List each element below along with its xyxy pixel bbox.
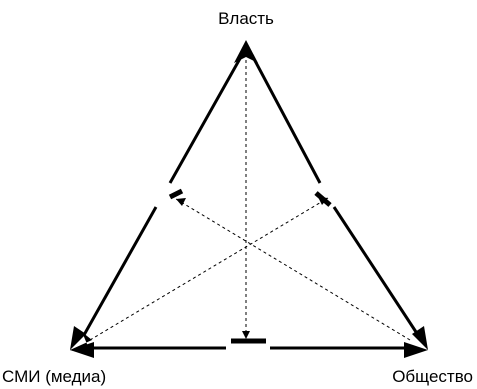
edge-power-society-upper xyxy=(250,54,322,184)
arrowhead-society-from-left xyxy=(404,342,428,358)
dashed-arrow-right xyxy=(318,197,328,205)
node-label-society: Общество xyxy=(392,367,473,386)
arrowhead-power-right xyxy=(246,40,258,63)
arrowhead-media-from-top xyxy=(70,326,86,350)
edge-power-media-lower xyxy=(82,206,158,336)
arrowhead-society-from-top xyxy=(412,326,428,350)
edge-power-society-lower xyxy=(332,206,420,336)
dashed-media-to-power-society xyxy=(89,197,329,341)
dashed-arrow-bottom xyxy=(242,331,250,339)
node-label-media: СМИ (медиа) xyxy=(2,367,106,386)
edge-power-media-upper xyxy=(168,54,244,184)
node-label-power: Власть xyxy=(218,9,274,28)
dashed-arrow-left xyxy=(176,198,186,206)
arrowhead-media-from-right xyxy=(70,342,94,358)
gap-mark-left-edge xyxy=(168,188,184,200)
arrowhead-power-left xyxy=(234,40,246,63)
